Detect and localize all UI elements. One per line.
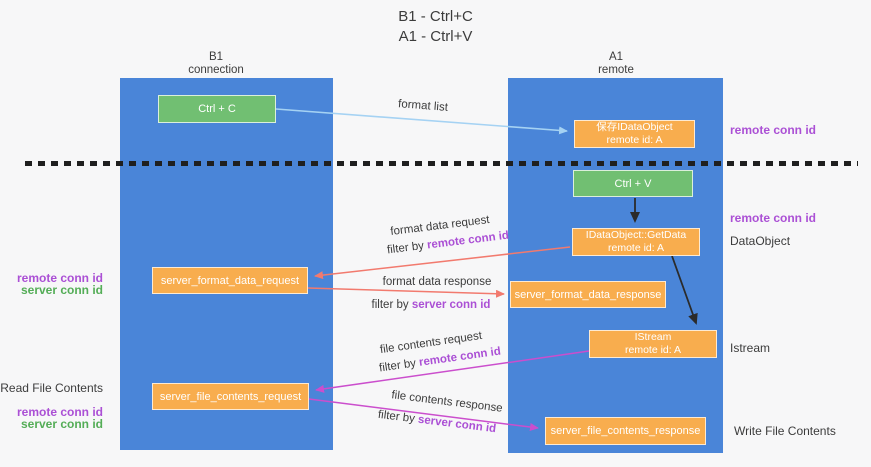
server-conn-id-annotation-left-2: server conn id <box>20 417 103 431</box>
server-conn-id-text: server conn id <box>411 299 491 311</box>
right-column-header: A1 remote <box>526 51 706 76</box>
dataobject-annotation: DataObject <box>730 234 791 248</box>
write-file-contents-annotation: Write File Contents <box>734 424 836 438</box>
idataobject-getdata-box: IDataObject::GetData remote id: A <box>572 228 700 256</box>
getdata-line2: remote id: A <box>607 242 665 254</box>
ctrl-c-label: Ctrl + C <box>198 103 236 115</box>
left-column-name: B1 <box>208 51 224 63</box>
format-list-label: format list <box>397 98 449 114</box>
server-conn-id-annotation-left-1: server conn id <box>20 283 103 297</box>
right-column-subtitle: remote <box>598 63 634 76</box>
file-contents-response-label: file contents response <box>390 389 504 415</box>
istream-line2: remote id: A <box>624 344 682 356</box>
server-file-contents-response-label: server_file_contents_response <box>550 425 701 437</box>
filter-by-server-conn-id-label-2: filter by server conn id <box>377 409 496 435</box>
istream-box: IStream remote id: A <box>589 330 717 358</box>
remote-conn-id-annotation-left-1: remote conn id <box>16 271 103 285</box>
server-format-data-response-label: server_format_data_response <box>514 288 662 301</box>
server-conn-id-text: server conn id <box>417 413 497 436</box>
save-idataobject-box: 保存IDataObject remote id: A <box>574 120 695 148</box>
remote-conn-id-annotation-left-2: remote conn id <box>16 405 103 419</box>
diagram-title: B1 - Ctrl+C A1 - Ctrl+V <box>0 7 871 47</box>
filter-by-text: filter by <box>386 240 425 257</box>
filter-by-server-conn-id-label-1: filter by server conn id <box>372 299 491 311</box>
machine-separator-dashed-line <box>25 161 858 166</box>
ctrl-v-label: Ctrl + V <box>614 177 652 190</box>
left-column-header: B1 connection <box>126 51 306 76</box>
format-data-response-arrow <box>307 287 505 298</box>
server-format-data-request-box: server_format_data_request <box>152 267 308 294</box>
getdata-line1: IDataObject::GetData <box>585 229 687 241</box>
ctrl-c-box: Ctrl + C <box>158 95 276 123</box>
save-idataobject-line1: 保存IDataObject <box>596 121 673 133</box>
ctrl-v-box: Ctrl + V <box>573 170 693 197</box>
remote-conn-id-annotation-2: remote conn id <box>730 211 817 225</box>
filter-by-text: filter by <box>378 357 417 375</box>
server-format-data-request-label: server_format_data_request <box>160 274 300 287</box>
read-file-contents-annotation: Read File Contents <box>0 381 103 395</box>
format-data-response-label: format data response <box>382 276 492 288</box>
filter-by-text: filter by <box>377 408 416 426</box>
left-column-subtitle: connection <box>188 63 244 76</box>
server-file-contents-response-box: server_file_contents_response <box>545 417 706 445</box>
remote-conn-id-annotation-1: remote conn id <box>730 123 817 137</box>
title-line-1: B1 - Ctrl+C <box>398 8 473 25</box>
filter-by-text: filter by <box>371 299 409 311</box>
istream-annotation: Istream <box>730 341 771 355</box>
right-column-name: A1 <box>608 51 624 63</box>
server-file-contents-request-label: server_file_contents_request <box>159 390 302 403</box>
save-idataobject-line2: remote id: A <box>606 134 663 146</box>
istream-line1: IStream <box>634 331 672 343</box>
server-file-contents-request-box: server_file_contents_request <box>152 383 309 410</box>
title-line-2: A1 - Ctrl+V <box>398 28 473 45</box>
remote-conn-id-text: remote conn id <box>426 229 510 252</box>
server-format-data-response-box: server_format_data_response <box>510 281 666 308</box>
